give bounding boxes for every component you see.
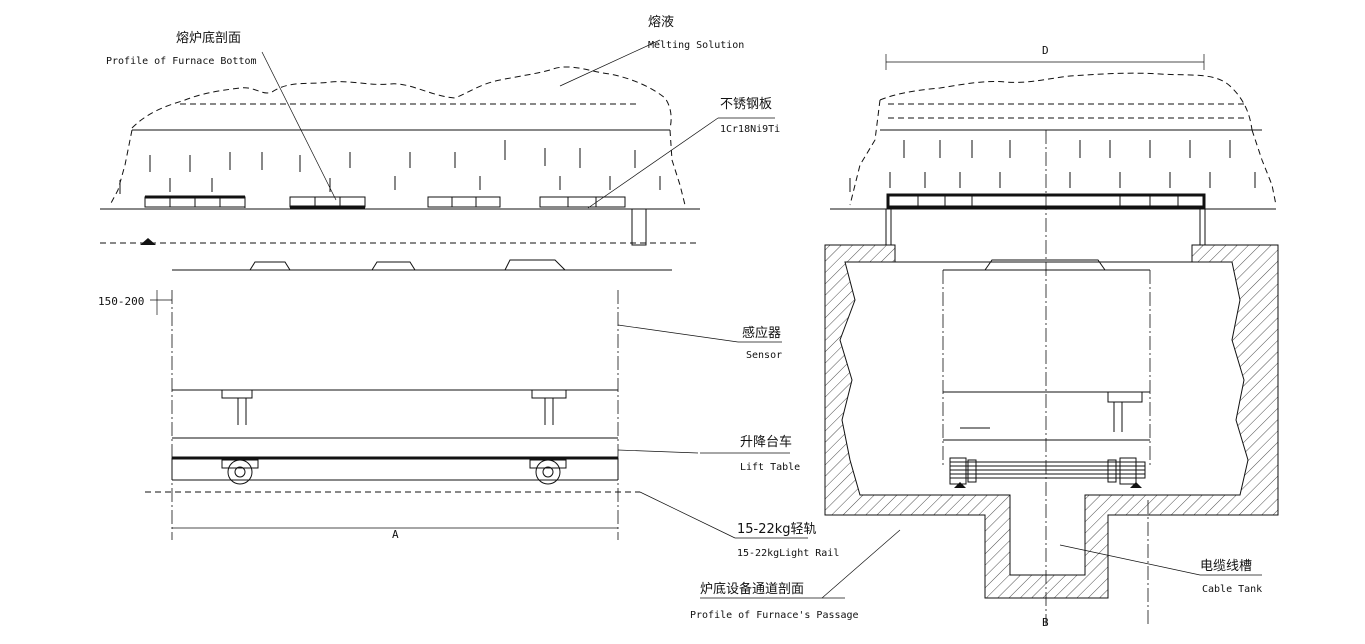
pit-wall-hatching <box>824 244 1279 599</box>
right-sensor <box>942 259 1151 465</box>
width-b-text: B <box>1042 616 1049 629</box>
right-wall-outline <box>669 129 686 206</box>
cable-tank-label-cn: 电缆线槽 <box>1200 558 1252 574</box>
lift-table-label-en: Lift Table <box>740 462 800 473</box>
furnace-bottom-label-en: Profile of Furnace Bottom <box>106 56 257 67</box>
right-lift-table <box>943 439 1150 488</box>
right-annotations: 电缆线槽 Cable Tank 炉底设备通道剖面 Profile of Furn… <box>690 529 1262 621</box>
width-dimension-d: D <box>885 44 1205 70</box>
cable-tank-label-en: Cable Tank <box>1202 584 1262 595</box>
width-d-text: D <box>1042 44 1049 57</box>
brick-ticks <box>119 140 661 194</box>
sensor-supports <box>221 390 567 425</box>
stainless-steel-plate <box>144 195 626 209</box>
steel-plate-label-cn: 不锈钢板 <box>720 97 772 112</box>
rail-label-en: 15-22kgLight Rail <box>737 548 839 559</box>
floor-marker <box>140 238 156 245</box>
right-section-view: D <box>824 44 1279 629</box>
rail-label-cn: 15-22kg轻轨 <box>737 522 817 537</box>
furnace-bottom-label-cn: 熔炉底剖面 <box>176 30 241 46</box>
lift-table-label-cn: 升降台车 <box>740 434 792 450</box>
right-melt-surface <box>879 72 1253 131</box>
passage-label-cn: 炉底设备通道剖面 <box>700 581 804 597</box>
length-dimension-a: A <box>172 527 618 541</box>
sensor-label-cn: 感应器 <box>742 325 781 341</box>
gap-dimension: 150-200 <box>98 290 172 315</box>
right-brick-ticks <box>849 140 1256 192</box>
length-a-text: A <box>392 528 399 541</box>
lift-table <box>171 437 619 485</box>
support-post <box>631 208 647 246</box>
melting-solution-surface <box>131 66 672 129</box>
melting-solution-label-en: Melting Solution <box>648 40 744 51</box>
melting-solution-label-cn: 熔液 <box>648 15 674 30</box>
sensor-body <box>171 259 672 540</box>
left-elevation-view: 150-200 A <box>98 66 700 541</box>
gap-dimension-text: 150-200 <box>98 295 144 308</box>
sensor-label-en: Sensor <box>746 350 782 361</box>
passage-label-en: Profile of Furnace's Passage <box>690 610 859 621</box>
left-wall-outline <box>109 129 133 206</box>
steel-plate-label-en: 1Cr18Ni9Ti <box>720 124 780 135</box>
left-annotations: 熔炉底剖面 Profile of Furnace Bottom 熔液 Melti… <box>106 15 839 559</box>
